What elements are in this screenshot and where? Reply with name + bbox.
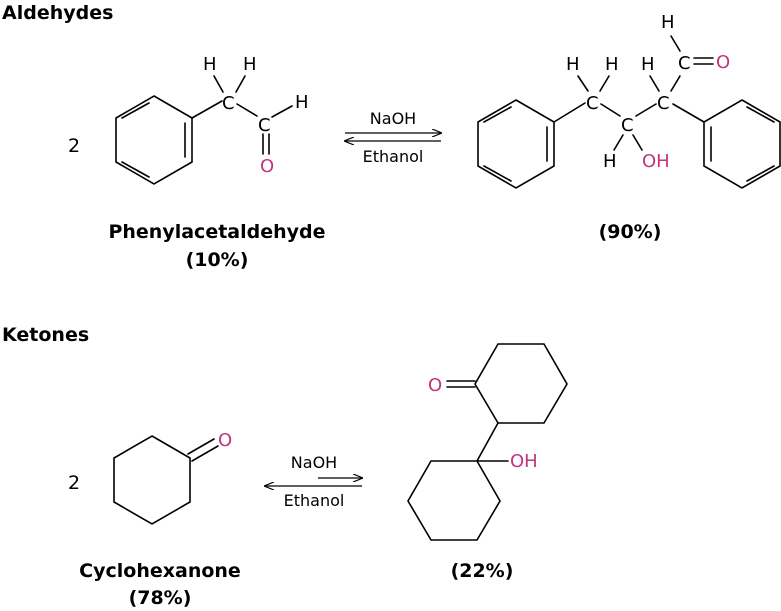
atom-h: H xyxy=(661,12,675,33)
cyclohexanone-yield: (78%) xyxy=(129,587,192,609)
ketone-coefficient: 2 xyxy=(68,472,80,494)
cyclohexanone-name: Cyclohexanone xyxy=(79,560,241,582)
atom-o: O xyxy=(428,375,442,396)
equilibrium-arrows: NaOH Ethanol xyxy=(265,453,362,510)
atom-c: C xyxy=(222,93,235,114)
atom-c: C xyxy=(678,53,691,74)
phenylacetaldehyde-name: Phenylacetaldehyde xyxy=(108,221,325,243)
atom-h: H xyxy=(566,54,580,75)
cyclohexanone-structure: O xyxy=(113,430,232,525)
aldol-product-yield: (90%) xyxy=(599,221,662,243)
atom-h: H xyxy=(603,151,617,172)
cyclohexanone-aldol-yield: (22%) xyxy=(451,560,514,582)
atom-h: H xyxy=(295,92,309,113)
atom-h: H xyxy=(641,54,655,75)
atom-o: O xyxy=(218,430,232,451)
atom-h: H xyxy=(605,54,619,75)
atom-c: C xyxy=(258,115,271,136)
condition-naoh: NaOH xyxy=(370,109,416,128)
atom-c: C xyxy=(657,93,670,114)
atom-o: O xyxy=(260,156,274,177)
hydroxyl-group: OH xyxy=(642,151,670,172)
aldehyde-coefficient: 2 xyxy=(68,135,80,157)
phenylacetaldehyde-structure: C H H C H O xyxy=(115,54,309,185)
atom-c: C xyxy=(586,93,599,114)
benzene-ring xyxy=(477,99,555,189)
condition-ethanol: Ethanol xyxy=(363,147,424,166)
aldehydes-heading: Aldehydes xyxy=(2,2,113,24)
benzene-ring xyxy=(115,95,193,185)
hydroxyl-group: OH xyxy=(510,451,538,472)
condition-naoh: NaOH xyxy=(291,453,337,472)
cyclohexanone-aldol-structure: O OH xyxy=(407,343,568,541)
aldol-product-structure: C H H C H OH C H C H O xyxy=(477,12,781,189)
atom-c: C xyxy=(621,115,634,136)
benzene-ring xyxy=(703,99,781,189)
phenylacetaldehyde-yield: (10%) xyxy=(186,249,249,271)
equilibrium-arrows: NaOH Ethanol xyxy=(345,109,441,166)
condition-ethanol: Ethanol xyxy=(284,491,345,510)
atom-o: O xyxy=(716,52,730,73)
ketones-heading: Ketones xyxy=(2,324,89,346)
atom-h: H xyxy=(203,54,217,75)
atom-h: H xyxy=(243,54,257,75)
bond xyxy=(191,100,223,119)
